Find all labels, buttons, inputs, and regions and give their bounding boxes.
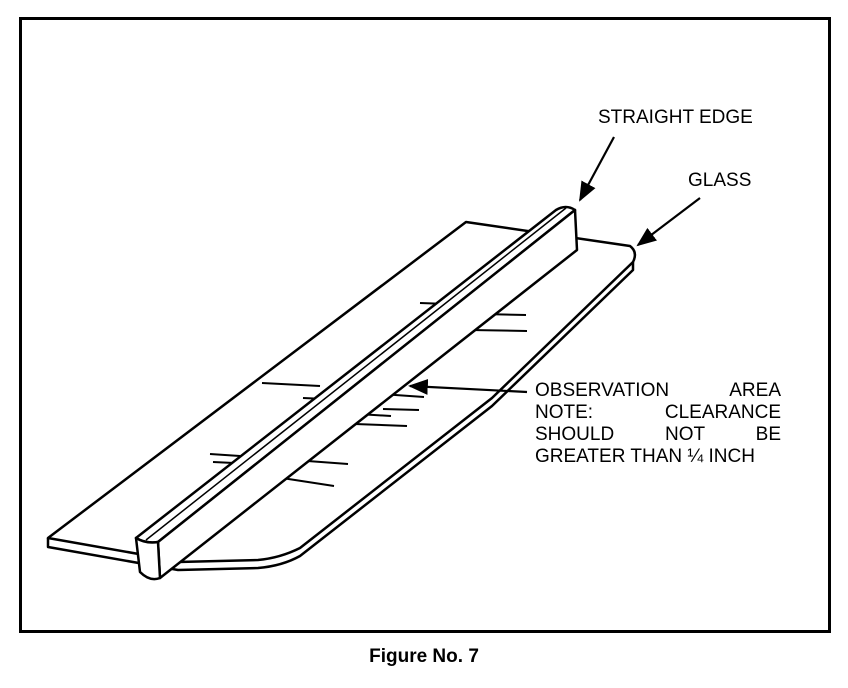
observation-note-line-1: OBSERVATION AREA [535, 380, 781, 401]
callout-arrows [408, 136, 701, 395]
observation-note-line-3: SHOULD NOT BE [535, 424, 781, 445]
glass-arrow [636, 197, 701, 247]
straight-edge-label: STRAIGHT EDGE [598, 107, 753, 128]
straight-edge-bar [134, 205, 579, 581]
straight-edge-arrow [579, 136, 615, 202]
observation-note-line-4: GREATER THAN ¼ INCH [535, 446, 755, 467]
glass-label: GLASS [688, 170, 752, 191]
observation-area-note: OBSERVATION AREA NOTE: CLEARANCE SHOULD … [535, 380, 781, 468]
observation-arrow [408, 379, 528, 395]
observation-note-line-2: NOTE: CLEARANCE [535, 402, 781, 423]
figure-frame [19, 17, 831, 633]
figure-caption: Figure No. 7 [369, 646, 479, 667]
